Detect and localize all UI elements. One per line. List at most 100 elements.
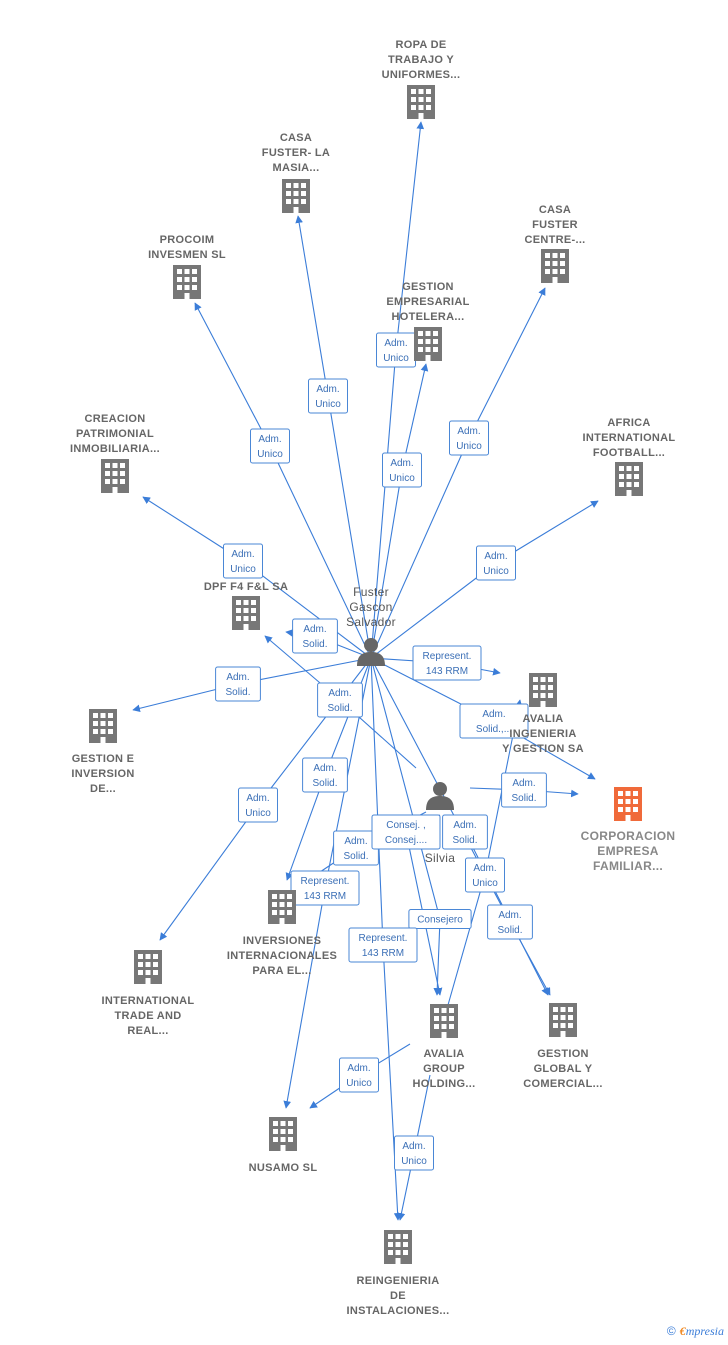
node-label: HOLDING... <box>413 1078 476 1090</box>
relation-text: Adm. <box>390 458 413 469</box>
brand-name: mpresia <box>685 1324 724 1338</box>
node-creacion[interactable]: CREACIONPATRIMONIALINMOBILIARIA... <box>70 413 160 493</box>
node-casa_centre[interactable]: CASAFUSTERCENTRE-... <box>524 204 585 283</box>
building-icon <box>134 950 162 984</box>
relation-label-fuster-corporacion[interactable]: Adm.Solid.,... <box>459 703 529 739</box>
relation-text: 143 RRM <box>426 666 468 677</box>
relation-text: Adm. <box>473 863 496 874</box>
relation-label-fuster-africa[interactable]: Adm.Unico <box>476 545 516 581</box>
relation-label-fuster-procoim[interactable]: Adm.Unico <box>250 428 290 464</box>
relation-box <box>250 428 290 464</box>
relation-label-fuster-avalia_ing[interactable]: Represent.143 RRM <box>412 645 482 681</box>
node-label: FOOTBALL... <box>593 447 665 459</box>
node-label: Silvia <box>425 851 456 865</box>
relation-text: Unico <box>230 564 256 575</box>
relation-text: Adm. <box>384 338 407 349</box>
relation-label-fuster-creacion[interactable]: Adm.Unico <box>223 543 263 579</box>
relation-label-silvia-inversiones[interactable]: Adm.Solid. <box>333 830 379 866</box>
node-gestion_inv[interactable]: GESTION EINVERSIONDE... <box>71 709 134 795</box>
relation-label-fuster-nusamo[interactable]: Represent.143 RRM <box>290 870 360 906</box>
building-icon <box>101 459 129 493</box>
relation-box <box>408 909 472 929</box>
relation-label-fuster-gestion_inv[interactable]: Adm.Solid. <box>215 666 261 702</box>
node-nusamo[interactable]: NUSAMO SL <box>249 1117 318 1174</box>
node-reingenieria[interactable]: REINGENIERIADEINSTALACIONES... <box>347 1230 450 1317</box>
relation-text: Adm. <box>512 778 535 789</box>
node-label: TRADE AND <box>114 1010 181 1022</box>
relation-text: Unico <box>389 473 415 484</box>
relation-label-fuster-inversiones[interactable]: Adm.Solid. <box>302 757 348 793</box>
empresia-credit[interactable]: ©€mpresia <box>667 1324 724 1339</box>
node-gestion_emp[interactable]: GESTIONEMPRESARIALHOTELERA... <box>386 281 469 361</box>
relation-label-fuster-avalia_group[interactable]: Consejero <box>408 909 472 929</box>
relation-text: Adm. <box>328 688 351 699</box>
relation-label-fuster-dpf[interactable]: Adm.Solid. <box>292 618 338 654</box>
node-avalia_group[interactable]: AVALIAGROUPHOLDING... <box>413 1004 476 1090</box>
node-label: PROCOIM <box>160 234 215 246</box>
node-label: INTERNATIONAL <box>583 432 676 444</box>
node-label: FAMILIAR... <box>593 859 663 873</box>
copyright-symbol: © <box>666 1324 676 1338</box>
relation-label-fuster-casa_masia[interactable]: Adm. Unico <box>308 378 348 414</box>
node-label: EMPRESA <box>597 844 658 858</box>
building-icon <box>614 787 642 821</box>
relation-label-avalia_group-avalia_ing[interactable]: Adm. Unico <box>465 857 505 893</box>
relation-label-silvia-gestion_global[interactable]: Adm.Solid. <box>442 814 488 850</box>
relation-label-avalia_group-nusamo[interactable]: Adm.Unico <box>339 1057 379 1093</box>
relation-label-silvia-corporacion[interactable]: Adm.Solid. <box>501 772 547 808</box>
relation-label-silvia-avalia_group[interactable]: Consej. ,Consej.... <box>371 814 441 850</box>
relation-text: Adm. <box>457 426 480 437</box>
relation-label-silvia-dpf[interactable]: Adm.Solid. <box>317 682 363 718</box>
node-label: Salvador <box>346 615 396 629</box>
relation-text: Adm. <box>316 384 339 395</box>
relation-box <box>371 814 441 850</box>
relation-text: Unico <box>245 808 271 819</box>
relation-text: Unico <box>315 399 341 410</box>
node-label: EMPRESARIAL <box>386 296 469 308</box>
relation-box <box>487 904 533 940</box>
building-icon <box>549 1003 577 1037</box>
relation-text: 143 RRM <box>304 891 346 902</box>
building-icon <box>173 265 201 299</box>
node-label: INGENIERIA <box>509 728 576 740</box>
relation-box <box>348 927 418 963</box>
node-label: CASA <box>280 132 312 144</box>
relation-box <box>382 452 422 488</box>
node-corporacion[interactable]: CORPORACIONEMPRESAFAMILIAR... <box>581 787 676 873</box>
relation-label-fuster-casa_centre[interactable]: Adm.Unico <box>449 420 489 456</box>
node-label: NUSAMO SL <box>249 1162 318 1174</box>
relation-label-fuster-reingenieria[interactable]: Represent.143 RRM <box>348 927 418 963</box>
node-label: GESTION <box>402 281 454 293</box>
node-label: PARA EL... <box>252 965 311 977</box>
relation-label-fuster-international[interactable]: Adm.Unico <box>238 787 278 823</box>
relation-label-fuster-gestion_emp[interactable]: Adm. Unico <box>382 452 422 488</box>
relation-text: Consejero <box>417 915 463 926</box>
relation-label-fuster-gestion_global[interactable]: Adm.Solid. <box>487 904 533 940</box>
relation-box <box>223 543 263 579</box>
node-label: GLOBAL Y <box>534 1063 593 1075</box>
node-dpf[interactable]: DPF F4 F&L SA <box>204 581 288 630</box>
node-label: DE <box>390 1290 406 1302</box>
node-label: CASA <box>539 204 571 216</box>
relation-label-fuster-ropa[interactable]: Adm.Unico <box>376 332 416 368</box>
building-icon <box>529 673 557 707</box>
building-icon <box>232 596 260 630</box>
relation-box <box>292 618 338 654</box>
node-label: PATRIMONIAL <box>76 428 154 440</box>
relation-text: Unico <box>472 878 498 889</box>
relation-label-avalia_group-reingenieria[interactable]: Adm.Unico <box>394 1135 434 1171</box>
relation-box <box>290 870 360 906</box>
relation-text: Unico <box>257 449 283 460</box>
node-africa[interactable]: AFRICAINTERNATIONALFOOTBALL... <box>583 417 676 496</box>
node-silvia[interactable]: Silvia <box>425 782 456 865</box>
relation-text: Adm. <box>344 836 367 847</box>
relation-box <box>476 545 516 581</box>
